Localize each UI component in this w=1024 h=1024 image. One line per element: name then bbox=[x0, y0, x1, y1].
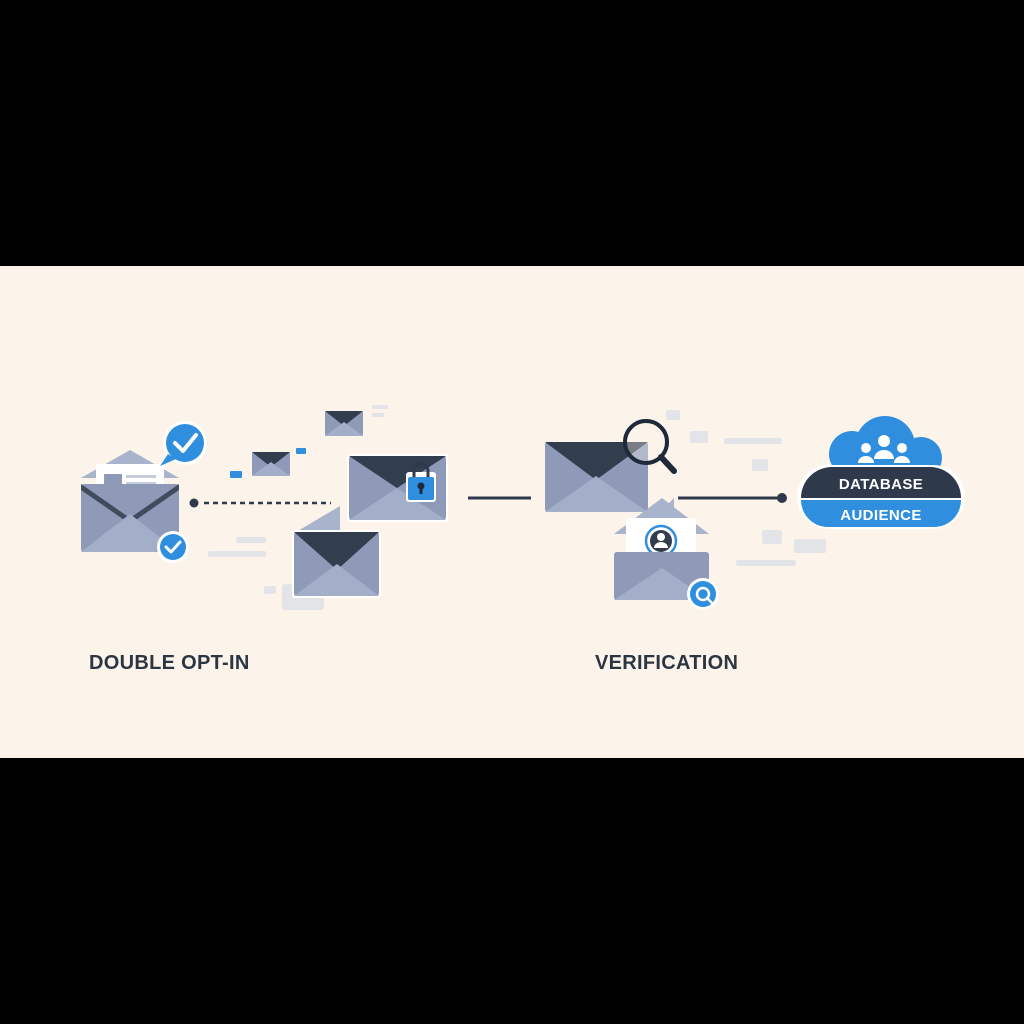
database-title: DATABASE bbox=[839, 476, 923, 493]
envelope-icon bbox=[292, 506, 381, 598]
small-envelope-icon bbox=[252, 452, 290, 476]
database-subtitle: AUDIENCE bbox=[840, 507, 922, 524]
user-envelope-icon bbox=[614, 498, 709, 600]
blue-confetti bbox=[230, 448, 306, 478]
diagram-panel: DATABASE AUDIENCE DOUBLE OPT-IN VERIFICA… bbox=[0, 266, 1024, 758]
open-envelope-letter-icon bbox=[81, 450, 179, 552]
target-check-badge-icon bbox=[687, 578, 719, 610]
stage-label-double-opt-in: DOUBLE OPT-IN bbox=[89, 652, 250, 674]
checkmark-badge-icon bbox=[157, 531, 189, 563]
checkmark-speech-bubble-icon bbox=[160, 421, 207, 466]
people-cloud-icon: DATABASE AUDIENCE bbox=[797, 416, 965, 529]
locked-envelope-icon bbox=[347, 454, 448, 522]
envelope-magnifier-icon bbox=[545, 419, 677, 512]
small-envelope-icon bbox=[325, 411, 363, 436]
stage-label-verification: VERIFICATION bbox=[595, 652, 739, 674]
dotted-connector bbox=[189, 498, 331, 508]
email-flow-diagram: DATABASE AUDIENCE bbox=[81, 405, 965, 610]
database-connector bbox=[678, 493, 787, 503]
